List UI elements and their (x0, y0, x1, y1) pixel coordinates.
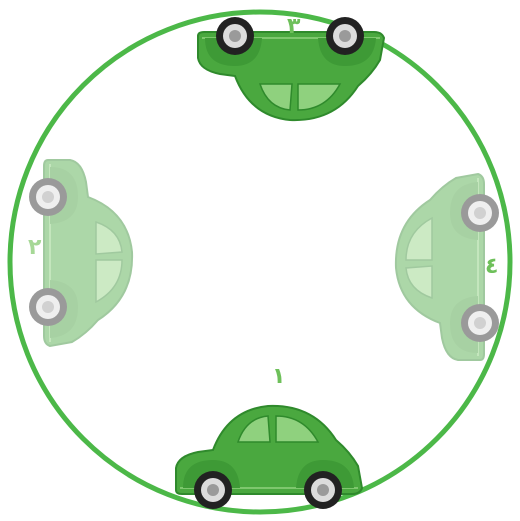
car-2-label: ٢ (28, 237, 41, 259)
car-3-label: ٣ (287, 16, 300, 38)
car-1-label: ١ (272, 366, 285, 388)
car-2-icon (29, 160, 132, 346)
car-4-icon (396, 174, 499, 360)
car-4-label: ٤ (485, 256, 498, 278)
car-1-icon (176, 406, 362, 509)
